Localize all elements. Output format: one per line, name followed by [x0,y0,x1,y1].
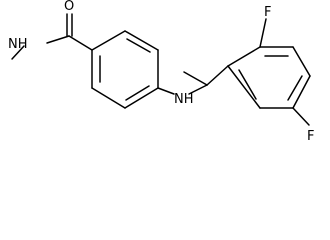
fluorine-top-label: F [264,5,271,20]
bond-left-ring-inner-2 [125,85,150,101]
bond-top-fluorine [259,18,267,48]
bond-left-ring-5 [124,30,159,51]
chemical-structure-diagram: O NH NH F F [8,0,315,144]
bond-right-ring-6 [227,65,261,109]
bonds [11,13,311,126]
bond-ring-aryl-nitrogen [157,87,175,95]
bond-left-ring-6 [91,30,126,51]
atom-labels: O NH NH F F [8,0,314,144]
bond-right-ring-inner-2 [287,75,303,101]
bond-chiral-carbon-aryl [206,65,229,86]
bond-nitrogen-methyl [11,45,25,60]
bond-carbonyl-carbon-ring [68,35,93,51]
bond-bottom-fluorine [292,107,310,126]
aryl-nh-label: NH [174,92,194,107]
molecule-svg: O NH NH F F [8,0,314,144]
amide-nh-label: NH [8,37,28,52]
bond-right-ring-3 [292,46,311,77]
bond-left-ring-3 [124,87,159,109]
bond-carbonyl-carbon-nitrogen [46,35,70,44]
bond-right-ring-1 [227,46,261,67]
bond-right-ring-inner-3 [238,69,257,100]
oxygen-label: O [64,0,74,14]
bond-aryl-nitrogen-chiral-carbon [188,84,208,95]
fluorine-bottom-label: F [307,129,314,144]
bond-left-ring-inner-3 [126,38,151,53]
bond-chiral-carbon-methyl [183,71,208,86]
bond-left-ring-2 [91,87,126,109]
bond-right-ring-4 [292,75,311,109]
